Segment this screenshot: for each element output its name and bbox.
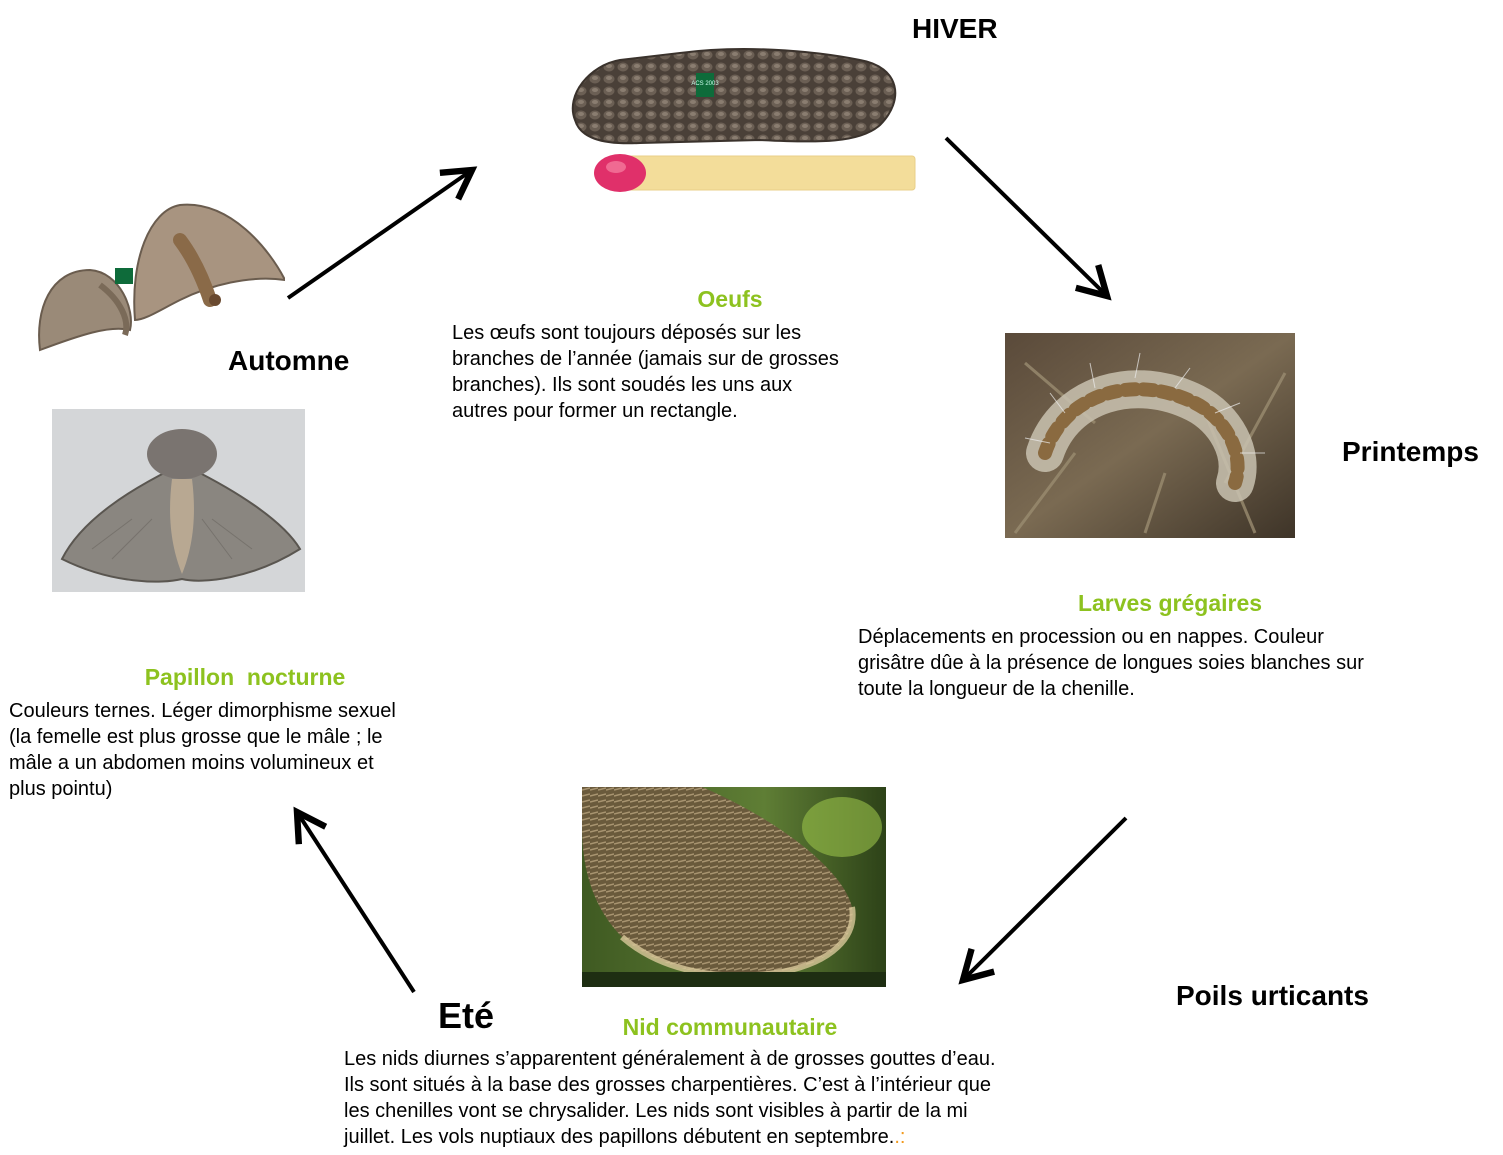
season-spring: Printemps — [1342, 436, 1479, 468]
moth-closeup-photo — [52, 409, 305, 592]
stage-title-moth: Papillon nocturne — [95, 664, 395, 691]
match-stick — [612, 156, 915, 190]
moth-tag — [115, 268, 133, 284]
stage-desc-moth: Couleurs ternes. Léger dimorphisme sexue… — [9, 698, 396, 802]
desc-line: plus pointu) — [9, 776, 396, 802]
desc-line: Les œufs sont toujours déposés sur les — [452, 320, 839, 346]
stage-desc-nest: Les nids diurnes s’apparentent généralem… — [344, 1046, 996, 1150]
desc-line: Les nids diurnes s’apparentent généralem… — [344, 1046, 996, 1072]
desc-line: mâle a un abdomen moins volumineux et — [9, 750, 396, 776]
desc-line: Ils sont situés à la base des grosses ch… — [344, 1072, 996, 1098]
desc-line: Déplacements en procession ou en nappes.… — [858, 624, 1364, 650]
trailing-mark: .: — [894, 1126, 905, 1148]
desc-line: les chenilles vont se chrysalider. Les n… — [344, 1098, 996, 1124]
desc-line: Couleurs ternes. Léger dimorphisme sexue… — [9, 698, 396, 724]
stage-title-larvae: Larves grégaires — [1040, 590, 1300, 617]
larvae-photo — [1005, 333, 1295, 538]
stage-desc-eggs: Les œufs sont toujours déposés sur les b… — [452, 320, 839, 424]
season-winter: HIVER — [912, 13, 998, 45]
stage-desc-larvae: Déplacements en procession ou en nappes.… — [858, 624, 1364, 702]
desc-line-last: juillet. Les vols nuptiaux des papillons… — [344, 1124, 996, 1150]
desc-line: toute la longueur de la chenille. — [858, 676, 1364, 702]
arrow-summer-to-autumn — [297, 812, 414, 992]
desc-line: (la femelle est plus grosse que le mâle … — [9, 724, 396, 750]
desc-line: grisâtre dûe à la présence de longues so… — [858, 650, 1364, 676]
stage-title-nest: Nid communautaire — [590, 1014, 870, 1041]
arrow-autumn-to-winter — [288, 170, 472, 298]
desc-line: autres pour former un rectangle. — [452, 398, 839, 424]
season-summer: Eté — [438, 995, 494, 1037]
label-stinging-hairs: Poils urticants — [1176, 980, 1369, 1012]
desc-line: branches de l’année (jamais sur de gross… — [452, 346, 839, 372]
nest-photo — [582, 787, 886, 987]
stage-title-eggs: Oeufs — [675, 286, 785, 313]
desc-line: branches). Ils sont soudés les uns aux — [452, 372, 839, 398]
two-moths-photo — [30, 200, 285, 360]
arrow-spring-to-summer — [963, 818, 1126, 980]
egg-mass-photo: ACS 2003 — [560, 25, 920, 210]
svg-text:ACS 2003: ACS 2003 — [691, 81, 719, 87]
match-head — [594, 154, 646, 192]
arrow-winter-to-spring — [946, 138, 1107, 296]
season-autumn: Automne — [228, 345, 349, 377]
